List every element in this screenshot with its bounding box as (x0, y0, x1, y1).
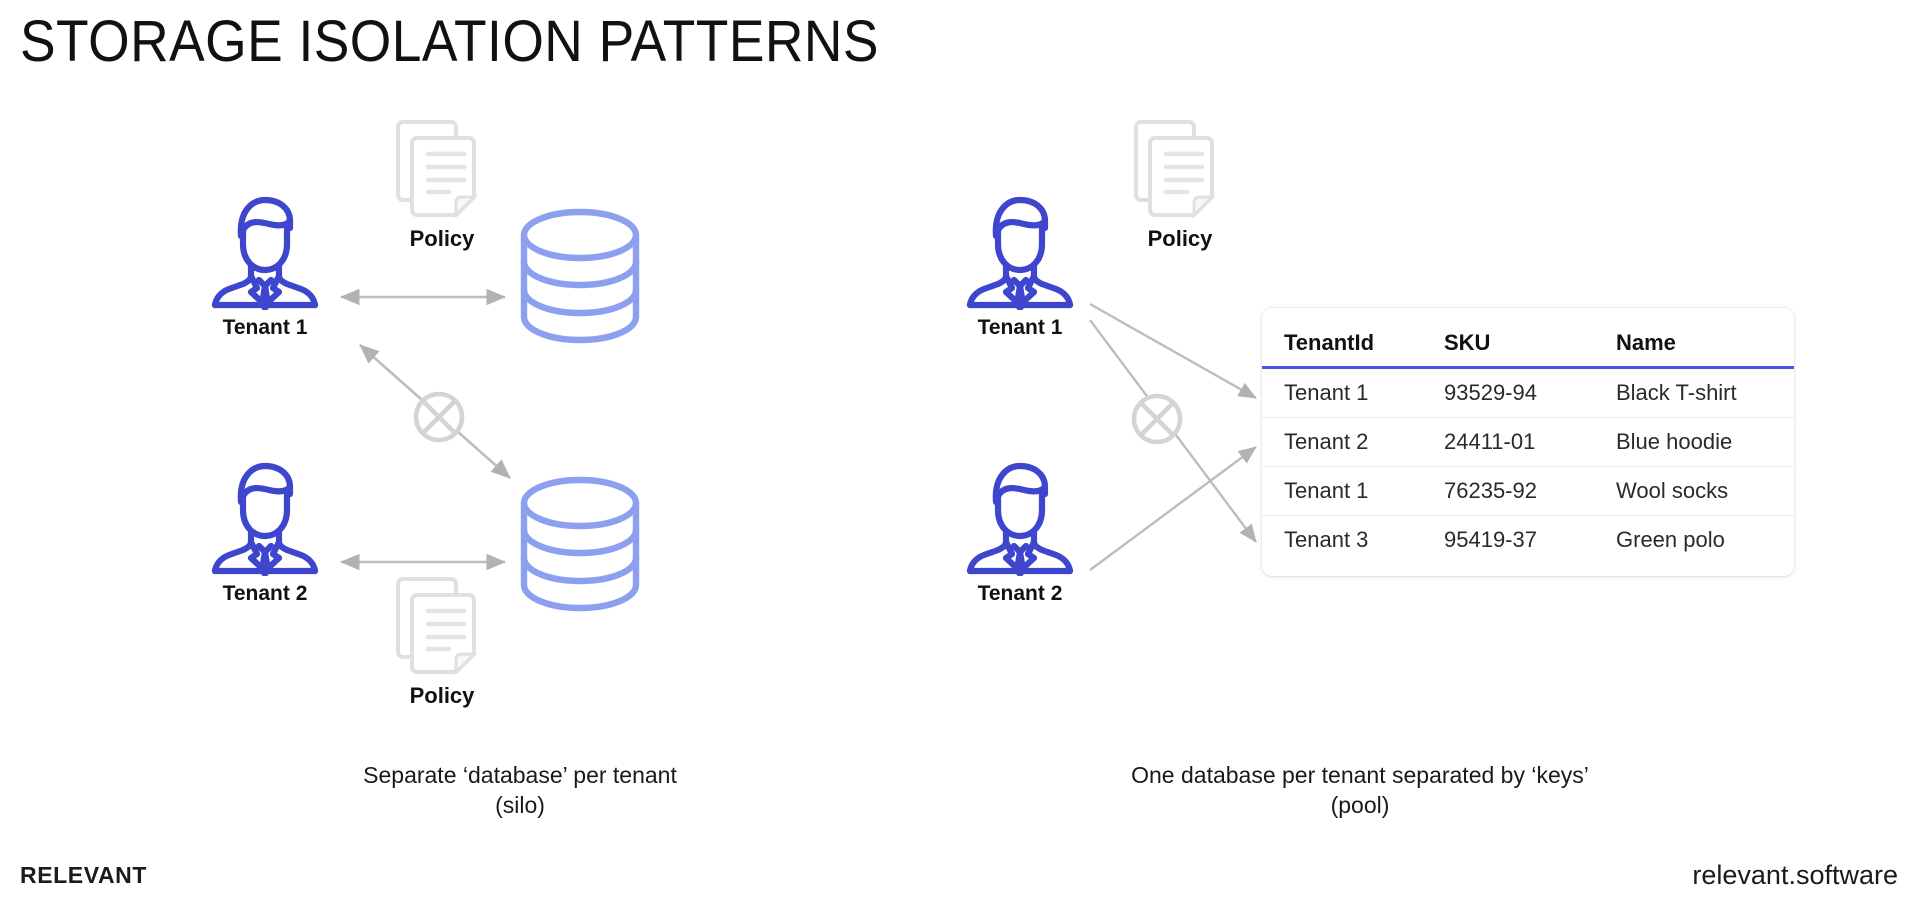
businessman-icon (966, 196, 1074, 310)
cell-name: Green polo (1616, 527, 1725, 552)
blocked-circle-icon (413, 391, 465, 443)
right-policy: Policy (1120, 118, 1240, 268)
left-tenant-2: Tenant 2 (195, 458, 335, 608)
cell-tenantid: Tenant 1 (1284, 478, 1369, 503)
table-header-tenantid: TenantId (1284, 330, 1375, 355)
documents-icon (396, 120, 478, 219)
table-row: Tenant 2 24411-01 Blue hoodie (1262, 418, 1794, 467)
cell-name: Wool socks (1616, 478, 1729, 503)
cell-tenantid: Tenant 2 (1284, 429, 1369, 454)
businessman-icon (211, 462, 319, 576)
cell-sku: 95419-37 (1444, 527, 1537, 552)
left-policy-bottom: Policy (382, 575, 502, 725)
left-policy-bottom-label: Policy (409, 683, 475, 708)
right-caption-line2: (pool) (1330, 792, 1390, 819)
cell-sku: 76235-92 (1444, 478, 1537, 503)
right-caption-line1: One database per tenant separated by ‘ke… (1131, 762, 1589, 788)
documents-icon (1134, 120, 1216, 219)
right-policy-label: Policy (1147, 226, 1213, 251)
left-tenant-2-label: Tenant 2 (222, 582, 308, 605)
database-cylinder-icon (520, 476, 640, 612)
left-tenant-1-label: Tenant 1 (222, 316, 308, 339)
footer-website-url: relevant.software (1692, 860, 1898, 890)
blocked-circle-icon (1131, 393, 1183, 445)
table-header-row: TenantId SKU Name (1262, 318, 1794, 368)
table-header-name: Name (1616, 330, 1676, 355)
table-row: Tenant 1 93529-94 Black T-shirt (1262, 368, 1794, 418)
table-row: Tenant 3 95419-37 Green polo (1262, 516, 1794, 565)
cell-tenantid: Tenant 3 (1284, 527, 1369, 552)
right-tenant-2: Tenant 2 (950, 458, 1090, 608)
businessman-icon (966, 462, 1074, 576)
page-title: STORAGE ISOLATION PATTERNS (20, 9, 879, 74)
right-blocked-marker (1128, 390, 1186, 448)
cell-sku: 93529-94 (1444, 380, 1537, 405)
left-tenant-1: Tenant 1 (195, 192, 335, 342)
left-database-1 (512, 205, 657, 355)
arrow-r-tenant1-row1 (1089, 302, 1257, 400)
tenant-data-table: TenantId SKU Name Tenant 1 93529-94 Blac… (1262, 308, 1794, 576)
arrow-r-tenant2-row2 (1089, 446, 1257, 571)
cell-tenantid: Tenant 1 (1284, 380, 1369, 405)
left-caption: Separate ‘database’ per tenant (silo) (180, 760, 860, 821)
footer-brand-logo: RELEVANT (20, 862, 148, 888)
cell-sku: 24411-01 (1444, 429, 1536, 454)
database-cylinder-icon (520, 208, 640, 344)
left-policy-top-label: Policy (409, 226, 475, 251)
table-row: Tenant 1 76235-92 Wool socks (1262, 467, 1794, 516)
right-tenant-1: Tenant 1 (950, 192, 1090, 342)
right-caption: One database per tenant separated by ‘ke… (1020, 760, 1700, 821)
left-policy-top: Policy (382, 118, 502, 268)
documents-icon (396, 577, 478, 676)
right-tenant-1-label: Tenant 1 (977, 316, 1063, 339)
right-tenant-2-label: Tenant 2 (977, 582, 1063, 605)
cell-name: Blue hoodie (1616, 429, 1733, 454)
businessman-icon (211, 196, 319, 310)
table-header-sku: SKU (1444, 330, 1491, 355)
cell-name: Black T-shirt (1616, 380, 1737, 405)
left-blocked-marker (410, 388, 468, 446)
left-database-2 (512, 473, 657, 623)
left-caption-line2: (silo) (495, 792, 545, 819)
left-caption-line1: Separate ‘database’ per tenant (363, 762, 677, 788)
